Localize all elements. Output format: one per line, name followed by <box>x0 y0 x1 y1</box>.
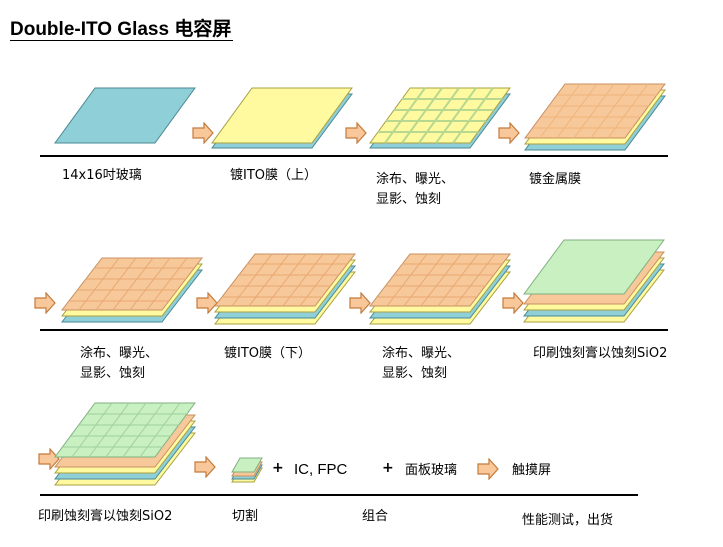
arrow-right-icon <box>477 458 499 480</box>
page-title: Double-ITO Glass 电容屏 <box>10 19 232 40</box>
metal-film-plate-diagram <box>524 83 666 151</box>
glass-plate-diagram <box>54 87 196 144</box>
step-label: 印刷蚀刻膏以蚀刻SiO2 <box>38 509 173 524</box>
arrow-right-icon <box>345 122 367 144</box>
arrow-right-icon <box>34 292 56 314</box>
row3-baseline <box>40 494 638 496</box>
step-label: 涂布、曝光、 显影、蚀刻 <box>80 346 159 381</box>
step-label: 镀ITO膜（下） <box>224 346 312 361</box>
ic-fpc-label: IC, FPC <box>294 461 348 478</box>
step-label: 性能测试，出货 <box>522 513 614 528</box>
step-label: 14x16吋玻璃 <box>62 168 142 183</box>
row1-baseline <box>40 155 668 157</box>
touch-screen-label: 触摸屏 <box>512 463 552 478</box>
arrow-right-icon <box>498 122 520 144</box>
cover-glass-label: 面板玻璃 <box>405 463 458 478</box>
step-label: 组合 <box>362 509 389 524</box>
step-label: 镀金属膜 <box>529 172 582 187</box>
step-label: 涂布、曝光、 显影、蚀刻 <box>376 172 455 207</box>
arrow-right-icon <box>349 292 371 314</box>
patterned-metal-stack-diagram <box>60 257 204 323</box>
plus-sign: + <box>272 460 284 476</box>
step-label: 切割 <box>232 509 259 524</box>
patterned-bottom-stack-diagram <box>368 253 512 325</box>
arrow-right-icon <box>38 448 60 470</box>
cut-piece-diagram <box>231 457 263 483</box>
arrow-right-icon <box>194 456 216 478</box>
plus-sign: + <box>382 460 394 476</box>
sio2-patterned-stack-diagram <box>53 402 197 486</box>
step-label: 镀ITO膜（上） <box>230 168 318 183</box>
row2-baseline <box>40 329 668 331</box>
title-underline <box>10 40 233 41</box>
arrow-right-icon <box>502 292 524 314</box>
ito-bottom-stack-diagram <box>213 253 357 325</box>
patterned-plate-diagram <box>369 87 511 149</box>
sio2-stack-diagram <box>522 239 666 323</box>
ito-top-plate-diagram <box>211 87 353 149</box>
arrow-right-icon <box>196 292 218 314</box>
step-label: 印刷蚀刻膏以蚀刻SiO2 <box>533 346 668 361</box>
arrow-right-icon <box>192 122 214 144</box>
step-label: 涂布、曝光、 显影、蚀刻 <box>382 346 461 381</box>
